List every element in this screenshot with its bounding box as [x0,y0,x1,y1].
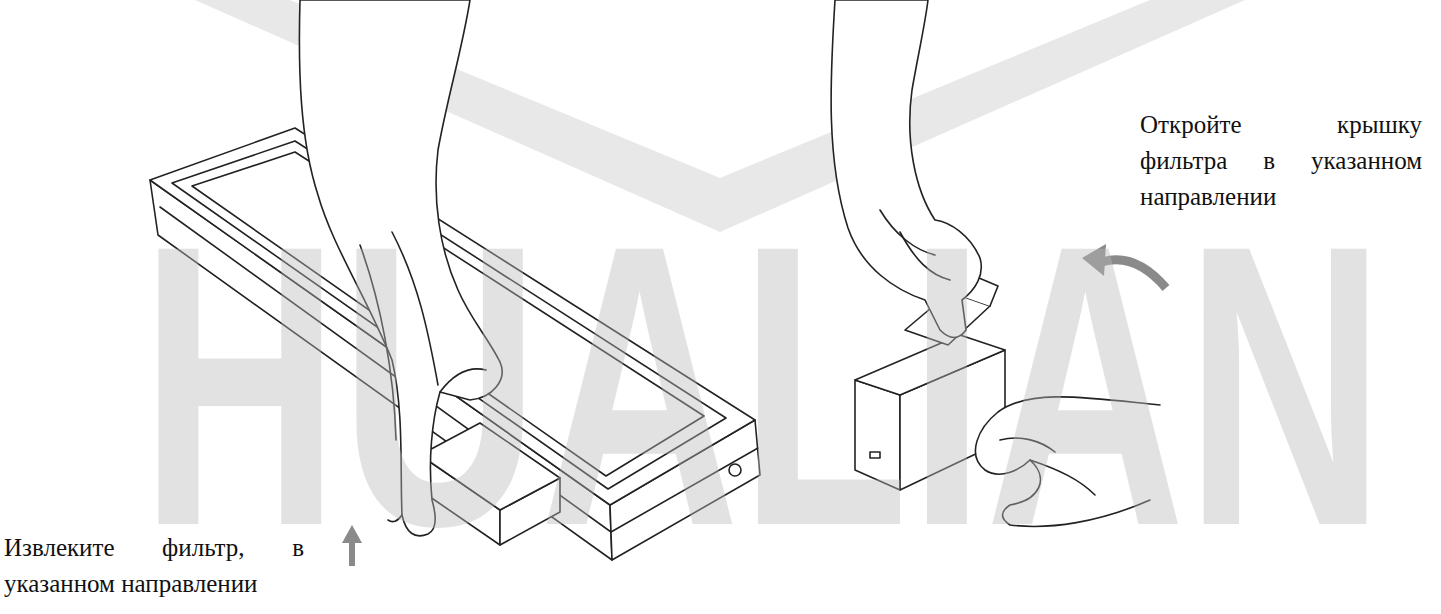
watermark-text: HUALIAN [140,186,1385,586]
filter-box-side [855,380,900,490]
device-button [729,464,741,476]
instruction-note: Извлеките фильтр, в указанном направлени… [4,530,304,602]
finger-line [880,210,935,255]
direction-arrow [342,525,362,543]
instruction-note-box: Откройте крышку фильтра в указанном напр… [1140,107,1422,215]
curved-arrow-head [1082,244,1106,276]
hand [831,0,981,338]
finger-line [1030,460,1095,495]
instruction-note: Откройте крышку фильтра в указанном напр… [1140,107,1422,215]
finger-line [360,245,396,440]
filter-box-slot [870,452,880,458]
hand [299,0,502,536]
curved-arrow [1102,260,1166,288]
direction-arrow [349,540,355,566]
finger-line [900,232,950,280]
watermark-text-box: HUALIAN [140,186,1441,586]
instruction-note-box: Извлеките фильтр, в указанном направлени… [4,530,304,602]
finger-line [388,515,402,522]
finger-line [392,232,438,385]
finger-line [1000,438,1055,452]
filter-top [420,423,560,510]
hand [975,397,1160,527]
thumb-line [440,369,486,392]
filter-box-top [855,335,1005,395]
